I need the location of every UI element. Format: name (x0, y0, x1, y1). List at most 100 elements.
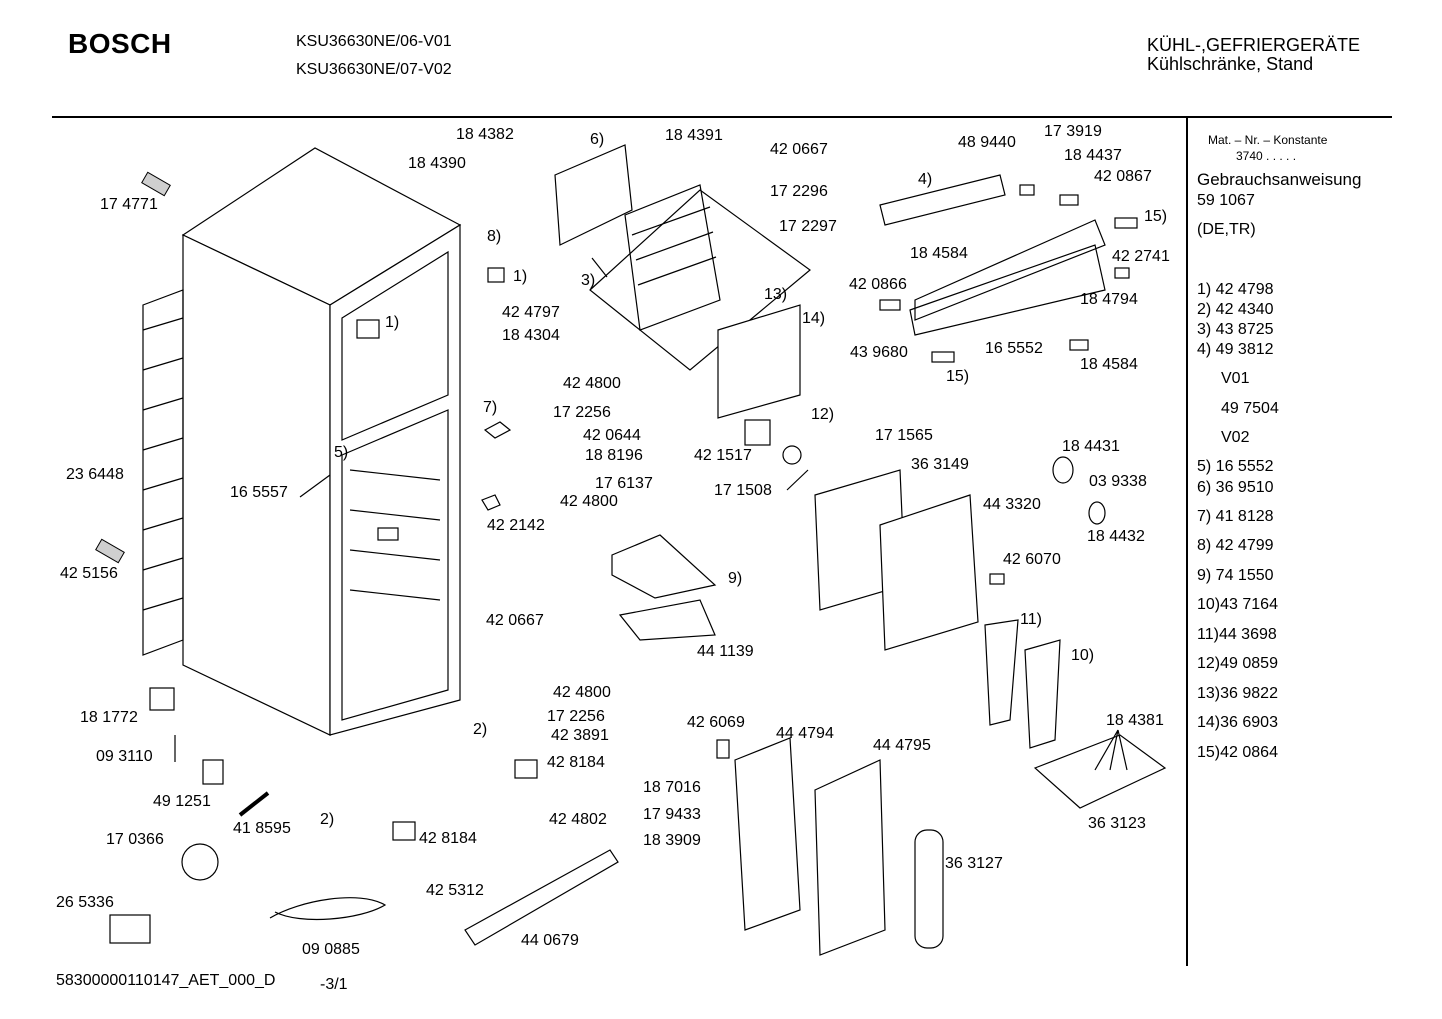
callout-label: 42 6070 (1003, 551, 1061, 568)
callout-label: 42 4802 (549, 811, 607, 828)
callout-label: 9) (728, 570, 743, 587)
callout-label: 8) (487, 228, 502, 245)
callout-label: 09 0885 (302, 941, 360, 958)
parts-list-item: 5) 16 5552 (1197, 458, 1274, 475)
parts-list-item: 6) 36 9510 (1197, 479, 1274, 496)
callout-label: 49 1251 (153, 793, 211, 810)
callout-label: 18 4437 (1064, 147, 1122, 164)
parts-list-item: 2) 42 4340 (1197, 301, 1274, 318)
parts-list-item: 12)49 0859 (1197, 655, 1278, 672)
callout-label: 42 1517 (694, 447, 752, 464)
callout-label: 17 2296 (770, 183, 828, 200)
callout-label: 15) (946, 368, 970, 385)
callout-label: 18 4382 (456, 126, 514, 143)
callout-label: 44 0679 (521, 932, 579, 949)
callout-label: 17 4771 (100, 196, 158, 213)
callout-label: 23 6448 (66, 466, 124, 483)
callout-label: 44 4794 (776, 725, 834, 742)
callout-label: 09 3110 (96, 748, 153, 765)
callout-label: 42 6069 (687, 714, 745, 731)
callout-label: 42 0667 (486, 612, 544, 629)
callout-label: 44 3320 (983, 496, 1041, 513)
callout-label: 17 0366 (106, 831, 164, 848)
callout-label: 36 3127 (945, 855, 1003, 872)
parts-list-item: 7) 41 8128 (1197, 508, 1274, 525)
footer-doc-id: 58300000110147_AET_000_D (56, 972, 276, 989)
callout-label: 48 9440 (958, 134, 1016, 151)
callout-label: 26 5336 (56, 894, 114, 911)
callout-label: 42 3891 (551, 727, 609, 744)
manual-number: 59 1067 (1197, 192, 1255, 209)
callout-label: 18 1772 (80, 709, 138, 726)
callout-label: 6) (590, 131, 605, 148)
parts-list-item: 11)44 3698 (1197, 626, 1277, 643)
callout-label: 15) (1144, 208, 1168, 225)
callout-label: 18 4390 (408, 155, 466, 172)
callout-label: 42 4800 (553, 684, 611, 701)
callout-label: 4) (918, 171, 933, 188)
parts-list-item: 49 7504 (1221, 400, 1279, 417)
callout-label: 18 4431 (1062, 438, 1120, 455)
callout-label: 17 6137 (595, 475, 653, 492)
parts-list-item: 4) 49 3812 (1197, 341, 1274, 358)
parts-list-item: 9) 74 1550 (1197, 567, 1274, 584)
callout-label: 18 4391 (665, 127, 723, 144)
mat-nr-label: Mat. – Nr. – Konstante (1208, 133, 1328, 147)
callout-label: 03 9338 (1089, 473, 1147, 490)
parts-list-item: 3) 43 8725 (1197, 321, 1274, 338)
callout-label: 17 1508 (714, 482, 772, 499)
callout-label: 18 8196 (585, 447, 643, 464)
callout-label: 3) (581, 272, 596, 289)
callout-label: 18 7016 (643, 779, 701, 796)
callout-label: 7) (483, 399, 498, 416)
callout-label: 12) (811, 406, 835, 423)
callout-label: 18 4432 (1087, 528, 1145, 545)
callout-label: 42 4800 (563, 375, 621, 392)
callout-label: 17 2256 (547, 708, 605, 725)
callout-label: 42 2142 (487, 517, 545, 534)
brand-logo: BOSCH (68, 28, 172, 59)
model-number-1: KSU36630NE/06-V01 (296, 33, 452, 50)
callout-label: 42 0867 (1094, 168, 1152, 185)
fridge-cabinet-drawing (181, 147, 462, 736)
category-subtitle: Kühlschränke, Stand (1147, 54, 1314, 74)
callout-label: 42 5312 (426, 882, 484, 899)
callout-label: 42 0667 (770, 141, 828, 158)
callout-label: 10) (1071, 647, 1095, 664)
sidebar-divider (1186, 118, 1188, 966)
callout-label: 42 0644 (583, 427, 641, 444)
callout-label: 14) (802, 310, 826, 327)
callout-label: 5) (334, 444, 349, 461)
parts-list-item: 8) 42 4799 (1197, 537, 1274, 554)
callout-label: 42 4800 (560, 493, 618, 510)
callout-label: 42 4797 (502, 304, 560, 321)
callout-label: 18 4584 (910, 245, 968, 262)
callout-label: 11) (1020, 611, 1042, 628)
callout-label: 17 2256 (553, 404, 611, 421)
callout-label: 17 9433 (643, 806, 701, 823)
callout-label: 42 2741 (1112, 248, 1170, 265)
parts-list-item: 13)36 9822 (1197, 685, 1278, 702)
callout-label: 13) (764, 286, 788, 303)
header-divider (52, 116, 1392, 118)
callout-label: 2) (473, 721, 488, 738)
callout-label: 16 5557 (230, 484, 288, 501)
callout-label: 18 4304 (502, 327, 560, 344)
callout-label: 18 4381 (1106, 712, 1164, 729)
parts-list-item: 1) 42 4798 (1197, 281, 1274, 298)
callout-label: 17 1565 (875, 427, 933, 444)
manual-language: (DE,TR) (1197, 221, 1256, 238)
callout-label: 17 3919 (1044, 123, 1102, 140)
parts-list-item: 15)42 0864 (1197, 744, 1278, 761)
model-number-2: KSU36630NE/07-V02 (296, 61, 452, 78)
callout-label: 42 8184 (547, 754, 605, 771)
callout-label: 44 4795 (873, 737, 931, 754)
parts-list-item: 14)36 6903 (1197, 714, 1278, 731)
manual-label: Gebrauchsanweisung (1197, 170, 1362, 189)
control-panel-drawing (879, 174, 1138, 363)
callout-label: 42 0866 (849, 276, 907, 293)
parts-list-variant: V01 (1221, 370, 1250, 387)
condenser-drawing (142, 289, 184, 656)
callout-label: 18 4794 (1080, 291, 1138, 308)
